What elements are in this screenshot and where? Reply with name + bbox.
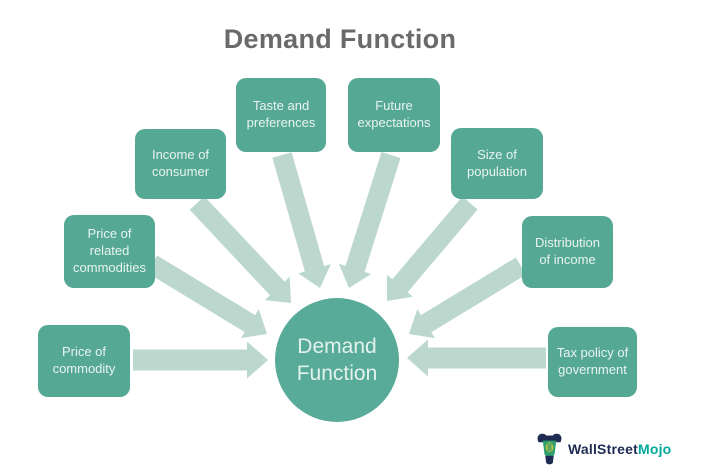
node-label: Price of related commodities [73, 226, 146, 275]
arrow-price-of-related-to-center [146, 255, 267, 339]
node-label: Size of population [467, 146, 527, 179]
logo-wordmark: WallStreetMojo [568, 441, 671, 457]
arrow-size-of-population-to-center [387, 196, 478, 301]
arrow-distribution-of-income-to-center [409, 257, 527, 339]
node-future-expectations: Future expectations [348, 78, 440, 152]
arrow-taste-and-preferences-to-center [272, 152, 331, 288]
arrow-price-of-commodity-to-center [133, 341, 268, 379]
page-title: Demand Function [223, 24, 457, 54]
arrow-tax-policy-of-government-to-center [407, 339, 546, 377]
node-distribution-of-income: Distribution of income [522, 216, 613, 288]
node-size-of-population: Size of population [451, 128, 543, 199]
node-label: Income of consumer [151, 147, 210, 179]
wallstreetmojo-logo: WallStreetMojo [536, 431, 671, 467]
logo-mojo-text: Mojo [637, 441, 672, 457]
node-label: Taste and preferences [246, 98, 316, 130]
node-label: Distribution of income [534, 235, 601, 267]
node-price-of-related-commodities: Price of related commodities [64, 215, 155, 288]
node-tax-policy-of-government: Tax policy of government [548, 327, 637, 397]
node-label: Future expectations [357, 98, 431, 130]
arrow-future-expectations-to-center [338, 152, 401, 288]
logo-wallstreet-text: WallStreet [568, 441, 638, 457]
arrow-income-of-consumer-to-center [189, 196, 291, 303]
bull-icon [537, 433, 562, 465]
node-label: Price of commodity [52, 344, 116, 376]
center-node-label: Demand Function [296, 334, 378, 385]
center-node-demand-function: Demand Function [275, 298, 399, 422]
node-income-of-consumer: Income of consumer [135, 129, 226, 199]
node-taste-and-preferences: Taste and preferences [236, 78, 326, 152]
node-price-of-commodity: Price of commodity [38, 325, 130, 397]
node-label: Tax policy of government [556, 345, 629, 377]
